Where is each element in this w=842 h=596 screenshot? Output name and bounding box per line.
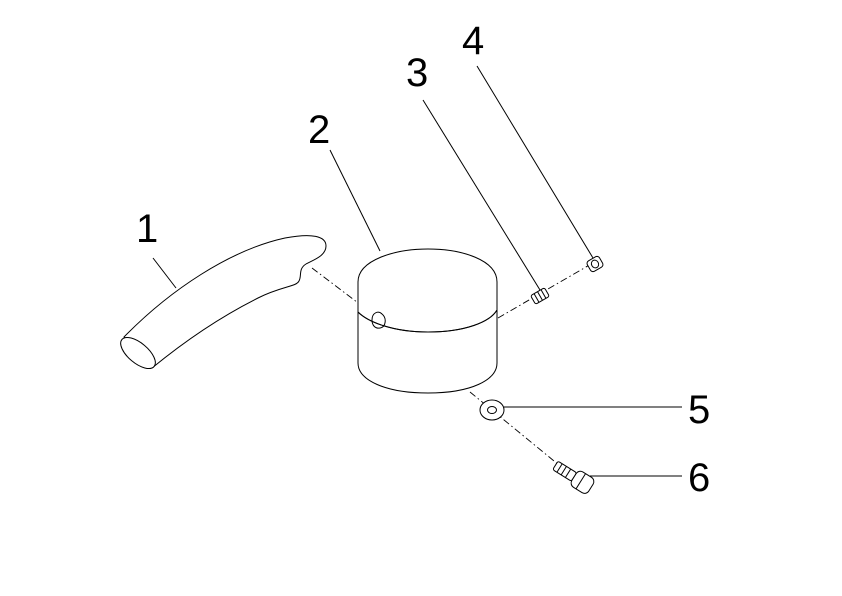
callout-6: 6 <box>688 456 710 500</box>
callout-2: 2 <box>308 108 330 152</box>
bottom-screw <box>552 461 595 494</box>
callout-1: 1 <box>136 207 158 251</box>
set-screw-hole <box>371 311 386 329</box>
callout-labels: 1 2 3 4 5 6 <box>136 19 710 500</box>
axis-body-to-screws <box>497 259 599 319</box>
knob-body <box>357 248 498 394</box>
leader-lines <box>152 65 682 477</box>
callout-3: 3 <box>406 51 428 95</box>
handle-open-end <box>120 336 156 370</box>
leader-3 <box>422 99 541 291</box>
callout-4: 4 <box>462 19 484 63</box>
leader-4 <box>476 65 594 259</box>
nut <box>586 255 604 273</box>
leader-2 <box>329 149 381 252</box>
callout-5: 5 <box>688 388 710 432</box>
washer <box>479 399 505 421</box>
set-screw <box>530 287 550 305</box>
lever-handle <box>120 235 327 370</box>
leader-1 <box>152 257 177 289</box>
